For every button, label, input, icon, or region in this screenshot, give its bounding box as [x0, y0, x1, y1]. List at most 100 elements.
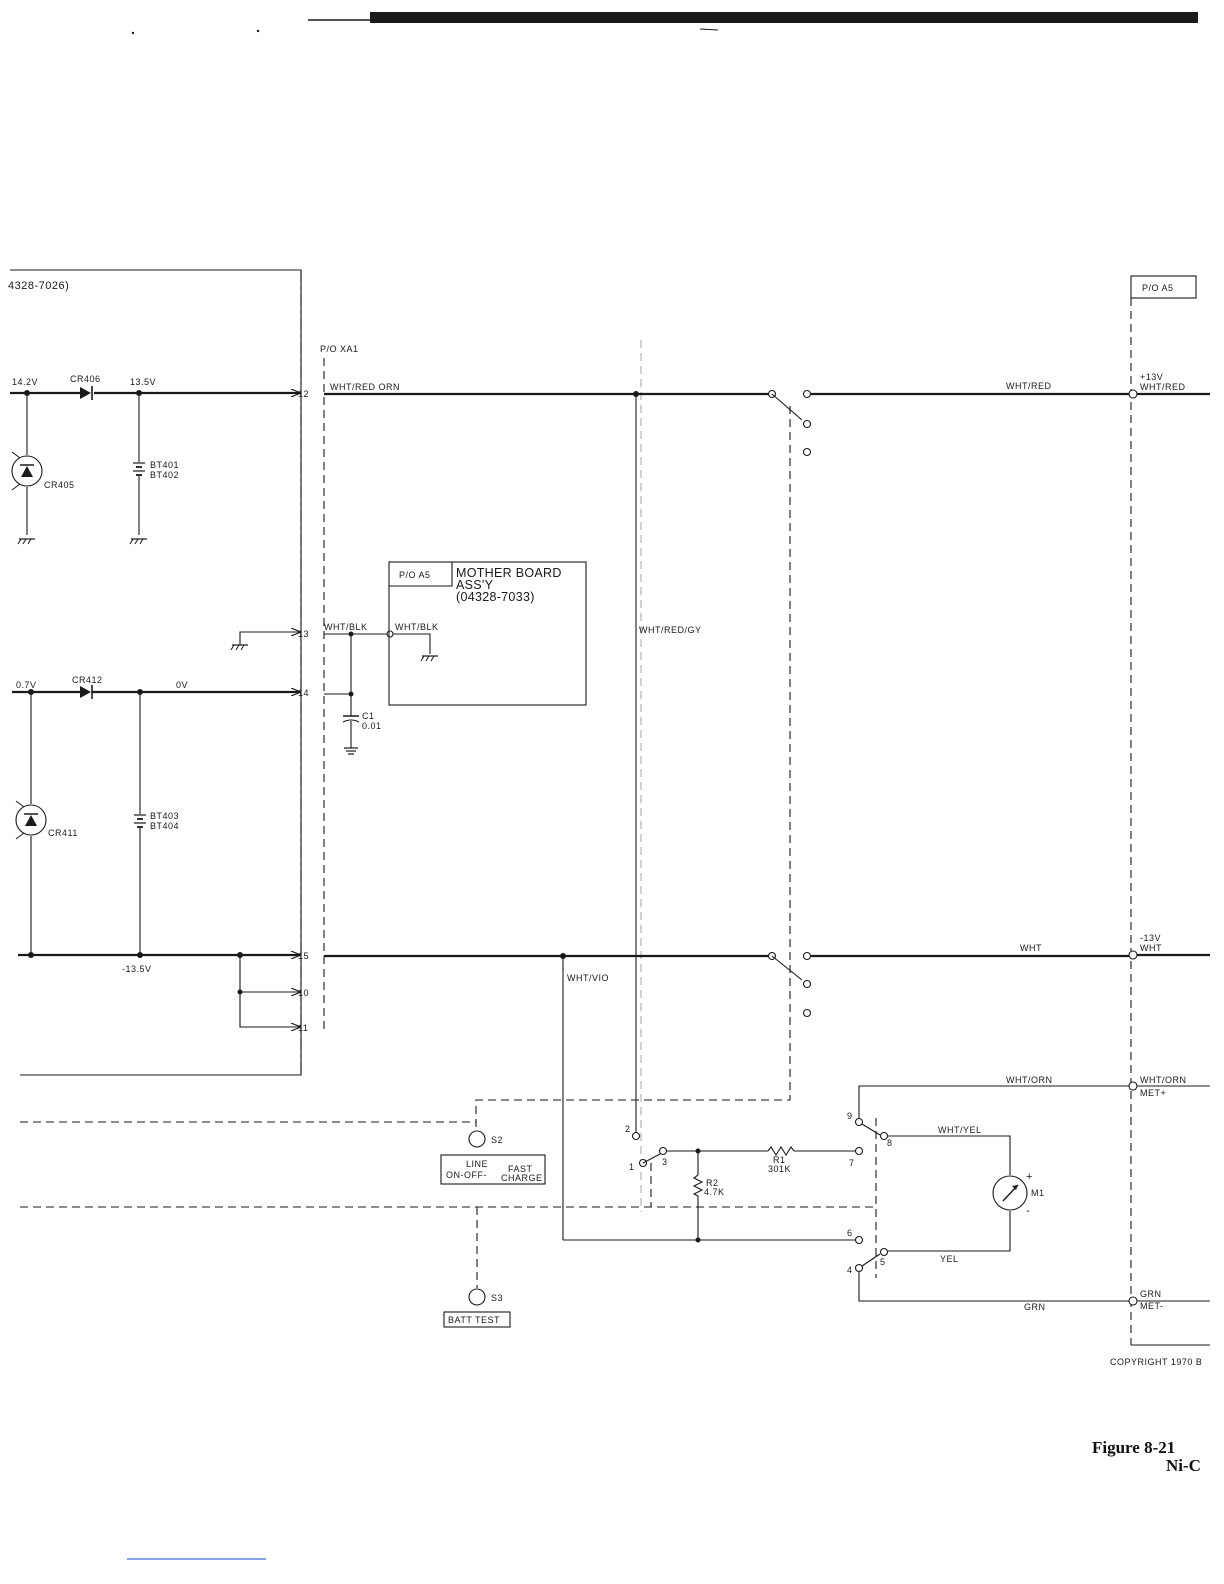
bt401-label: BT401 [150, 460, 179, 470]
r1-label: R1 [773, 1155, 786, 1165]
mother-board-assy: ASS'Y [456, 578, 494, 592]
contact-1: 1 [629, 1162, 635, 1172]
met-minus-label: MET- [1140, 1301, 1164, 1311]
right-assembly-frame: P/O A5 +13V WHT/RED -13V WHT WHT/ORN MET… [1128, 275, 1210, 1346]
switch-linkage [20, 406, 877, 1288]
figure-subtitle: Ni-C [1166, 1456, 1201, 1475]
contact-7: 7 [849, 1158, 855, 1168]
s3-batt-test-label: BATT TEST [448, 1315, 500, 1325]
left-assembly-frame: 4328-7026) [8, 269, 302, 1076]
cr412-label: CR412 [72, 675, 103, 685]
r2-value: 4.7K [704, 1187, 725, 1197]
right-assembly-label: P/O A5 [1142, 283, 1174, 293]
s2-on-off-label: ON-OFF- [446, 1170, 487, 1180]
pin-15: 15 [298, 951, 309, 961]
wire-wht-red-orn: WHT/RED ORN [330, 382, 400, 392]
wire-wht-right: WHT [1140, 943, 1162, 953]
wire-grn-right: GRN [1140, 1289, 1162, 1299]
xa1-pins: 12 13 14 15 10 11 [298, 389, 309, 1033]
battery-bt401-402: BT401 BT402 [129, 393, 179, 545]
switch-s3[interactable]: S3 BATT TEST [443, 1288, 511, 1328]
s2-fast-label: FAST [508, 1164, 533, 1174]
wire-wht-orn-right: WHT/ORN [1140, 1075, 1187, 1085]
battery-bt403-404: BT403 BT404 [134, 692, 179, 954]
bt403-label: BT403 [150, 811, 179, 821]
c1-value: 0.01 [362, 721, 382, 731]
pin13-circuit: WHT/BLK WHT/BLK [230, 622, 439, 662]
switch-lower: WHT [767, 943, 1133, 1018]
cr411-label: CR411 [48, 828, 78, 838]
cr406-label: CR406 [70, 374, 101, 384]
rail-zero: 0.7V 0V [12, 680, 354, 697]
wire-wht-blk-a: WHT/BLK [324, 622, 368, 632]
pin-10: 10 [298, 988, 309, 998]
rail-negative: -13.5V [18, 952, 772, 1027]
contact-4: 4 [847, 1265, 853, 1275]
meter-plus: + [1026, 1171, 1033, 1183]
wire-wht-blk-b: WHT/BLK [395, 622, 439, 632]
pin-11: 11 [298, 1023, 308, 1033]
diode-cr412: CR412 [72, 675, 103, 699]
figure-number: Figure 8-21 [1092, 1438, 1175, 1457]
left-assembly-label: 4328-7026) [8, 280, 69, 292]
voltage-0-7: 0.7V [16, 680, 37, 690]
wire-wht-red-gy-a: WHT/RED/GY [639, 625, 702, 635]
wire-wht-red: WHT/RED [1006, 381, 1052, 391]
mother-board-title: MOTHER BOARD [456, 566, 562, 580]
pin-13: 13 [298, 629, 309, 639]
top-border-bar [131, 12, 1198, 35]
xa1-connector: P/O XA1 [320, 344, 359, 1030]
voltage-neg-13-5: -13.5V [122, 964, 152, 974]
switch-upper: WHT/RED [767, 381, 1133, 457]
wire-wht-orn: WHT/ORN [1006, 1075, 1053, 1085]
footer: COPYRIGHT 1970 B Figure 8-21 Ni-C [127, 1357, 1202, 1560]
s2-line-label: LINE [466, 1159, 488, 1169]
mother-board-box: P/O A5 MOTHER BOARD ASS'Y (04328-7033) [388, 561, 587, 706]
contact-3: 3 [662, 1157, 668, 1167]
s3-label: S3 [491, 1293, 503, 1303]
pin-14: 14 [298, 688, 309, 698]
xa1-label: P/O XA1 [320, 344, 359, 354]
contact-6: 6 [847, 1228, 853, 1238]
voltage-14-2: 14.2V [12, 377, 38, 387]
contact-5: 5 [880, 1257, 886, 1267]
wire-wht-yel: WHT/YEL [938, 1125, 982, 1135]
voltage-plus-13: +13V [1140, 372, 1163, 382]
batt-test-switch-circuit: WHT/VIO 2 1 3 R1 301K 7 R2 4.7K 6 [562, 956, 864, 1245]
mother-board-ref: P/O A5 [399, 570, 431, 580]
meter-circuit: WHT/ORN 9 8 WHT/YEL M1 + - YEL 5 4 GRN [847, 1075, 1133, 1312]
switch-s2[interactable]: S2 LINE ON-OFF- FAST CHARGE [440, 1130, 546, 1185]
contact-9: 9 [847, 1111, 853, 1121]
voltage-minus-13: -13V [1140, 933, 1161, 943]
voltage-13-5: 13.5V [130, 377, 156, 387]
rail-positive: 14.2V 13.5V WHT/RED ORN [10, 377, 772, 397]
wire-wht-red-right: WHT/RED [1140, 382, 1186, 392]
voltage-0: 0V [176, 680, 188, 690]
cr405-label: CR405 [44, 480, 75, 490]
bt402-label: BT402 [150, 470, 179, 480]
r1-value: 301K [768, 1164, 791, 1174]
led-cr411: CR411 [15, 692, 78, 954]
met-plus-label: MET+ [1140, 1088, 1166, 1098]
bt404-label: BT404 [150, 821, 179, 831]
contact-8: 8 [887, 1138, 893, 1148]
wire-wht-red-gy-run: WHT/RED/GY [635, 340, 702, 1212]
diode-cr406: CR406 [70, 374, 101, 400]
s2-charge-label: CHARGE [501, 1173, 543, 1183]
meter-minus: - [1026, 1205, 1030, 1217]
c1-label: C1 [362, 711, 375, 721]
copyright-text: COPYRIGHT 1970 B [1110, 1357, 1202, 1367]
s2-label: S2 [491, 1135, 503, 1145]
pin-12: 12 [298, 389, 309, 399]
contact-2: 2 [625, 1124, 631, 1134]
led-cr405: CR405 [11, 393, 75, 545]
wire-wht: WHT [1020, 943, 1042, 953]
m1-label: M1 [1031, 1188, 1045, 1198]
mother-board-part: (04328-7033) [456, 590, 535, 604]
wire-yel: YEL [940, 1254, 959, 1264]
r2-label: R2 [706, 1178, 719, 1188]
wire-wht-vio: WHT/VIO [567, 973, 609, 983]
capacitor-c1: C1 0.01 [342, 634, 382, 755]
wire-grn: GRN [1024, 1302, 1046, 1312]
